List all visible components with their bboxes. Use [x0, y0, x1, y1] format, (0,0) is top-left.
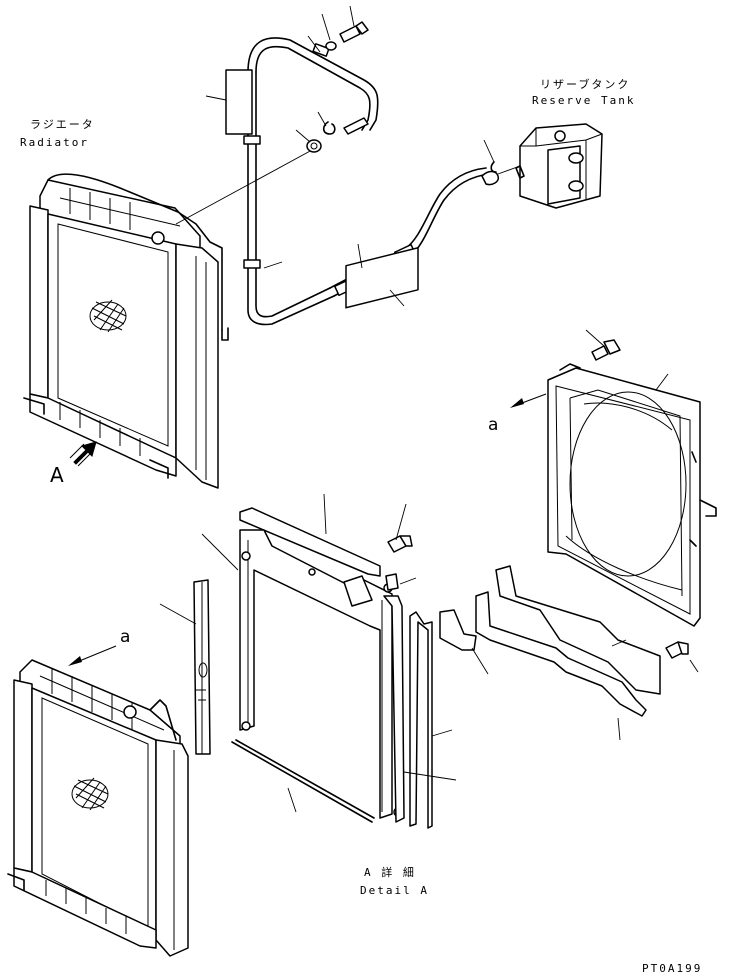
lower-radiator	[7, 645, 189, 957]
detail-label-en: Detail A	[360, 884, 429, 897]
radiator-label-jp: ラジエータ	[30, 118, 95, 131]
clip-part	[322, 121, 336, 135]
view-a-arrow-shroud	[510, 393, 547, 408]
lower-brackets	[439, 565, 699, 741]
reserve-tank-label-en: Reserve Tank	[532, 94, 635, 107]
core-mesh-lower	[71, 777, 109, 811]
radiator-label-en: Radiator	[20, 136, 89, 149]
view-a-label: A	[50, 463, 64, 487]
detail-a-frame	[159, 493, 457, 829]
arrow-a-label-lower: a	[120, 627, 130, 647]
reserve-tank-label-jp: リザーブタンク	[540, 77, 630, 91]
fan-shroud	[510, 363, 717, 627]
view-a-arrow	[69, 441, 97, 467]
bolt-detail	[387, 535, 413, 553]
view-a-arrow-lower	[68, 645, 117, 666]
bolt-top	[325, 21, 369, 51]
reserve-tank	[497, 123, 603, 209]
upper-radiator	[23, 173, 229, 489]
nut-part	[306, 139, 322, 153]
overflow-hose-assembly	[175, 5, 500, 326]
bolt-shroud	[585, 329, 621, 361]
drawing-code: PT0A199	[642, 962, 702, 975]
core-mesh-upper	[89, 299, 127, 333]
detail-label-jp: A 詳 細	[364, 865, 416, 879]
arrow-a-label-upper: a	[488, 415, 498, 435]
